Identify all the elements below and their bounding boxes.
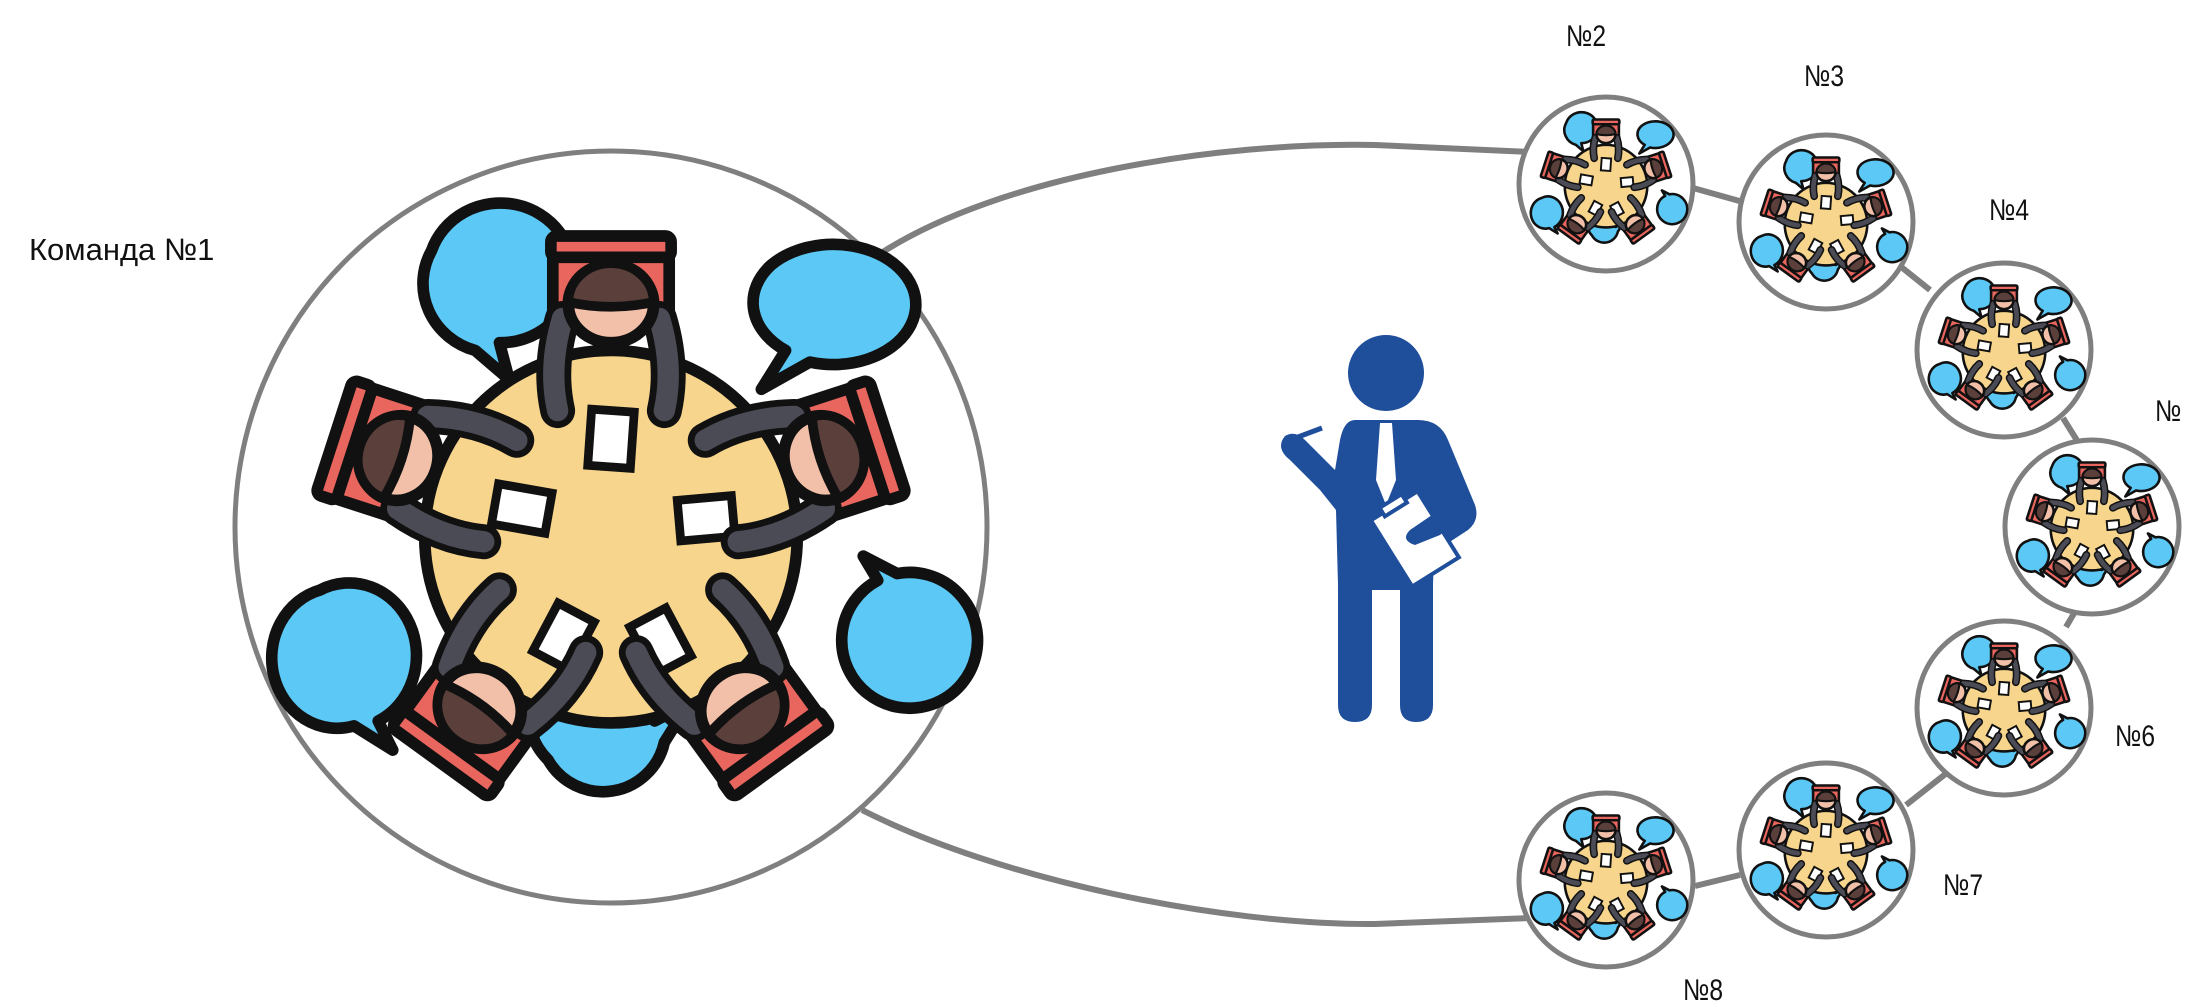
chain-line <box>1692 185 2081 889</box>
team-1-label: Команда №1 <box>29 232 215 267</box>
team-8-label: №8 <box>1683 974 1724 1007</box>
upper-arc <box>876 141 1531 258</box>
team-4-label: №4 <box>1989 194 2030 227</box>
team-2-circle <box>1516 94 1696 274</box>
team-7-label: №7 <box>1943 869 1984 902</box>
team-6-circle <box>1914 618 2094 798</box>
team-5-label: № <box>2155 395 2182 428</box>
team-3-label: №3 <box>1804 60 1845 93</box>
lower-arc <box>860 807 1531 928</box>
team-3-circle <box>1736 132 1916 312</box>
connectors <box>860 141 2081 928</box>
team-6-label: №6 <box>2115 720 2156 753</box>
team-1-circle <box>232 148 987 906</box>
team-7-circle <box>1736 760 1916 940</box>
businessman-with-clipboard-icon <box>1281 335 1477 722</box>
team-2-label: №2 <box>1566 20 1607 53</box>
team-4-circle <box>1914 260 2094 440</box>
team-5-circle <box>2002 437 2182 617</box>
team-8-circle <box>1516 790 1696 970</box>
